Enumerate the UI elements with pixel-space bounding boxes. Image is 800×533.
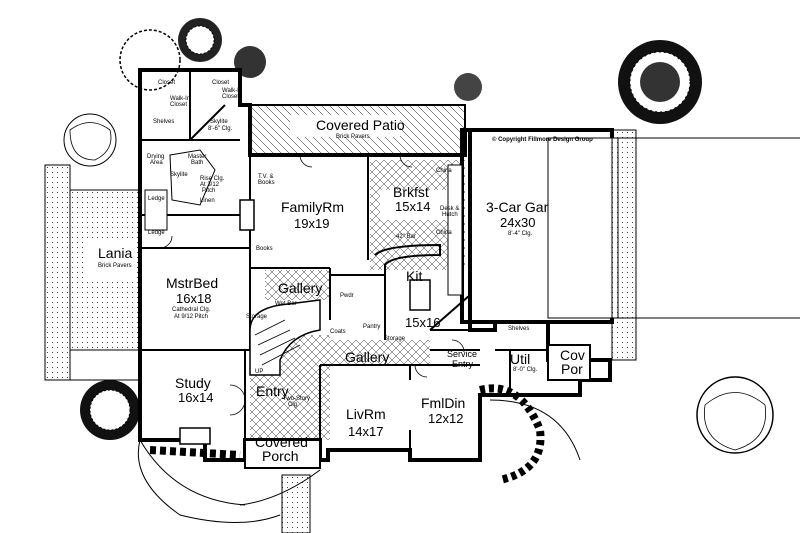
tree-bottom-right [696,376,774,454]
drying-area-label: Drying [147,154,164,160]
mstrbed-note1: Cathedral Clg. [172,307,211,313]
coats-label: Coats [330,329,346,335]
pantry-label: Pantry [363,324,380,330]
covered-porch-label-2: Porch [262,448,299,464]
living-room-dim: 14x17 [348,424,383,439]
shelves-util-label: Shelves [508,326,529,332]
family-room-label: FamilyRm [281,199,344,215]
garage-label: 3-Car Gar [486,199,549,215]
cov-por [547,344,591,381]
covered-porch-label: Covered [255,434,308,450]
shelves-top-label: Shelves [153,119,174,125]
kitchen-counter [374,243,441,330]
mstrbed-label: MstrBed [166,275,218,291]
service-entry-label: Service [447,349,477,359]
garage-dim: 24x30 [500,215,535,230]
desk-hutch-label: Desk & [440,206,459,212]
lania-note: Brick Pavers [98,263,132,269]
tv-books-label: T.V. & [258,174,273,180]
china2-label: China [436,230,452,236]
garage-note: 8'-4" Clg. [508,231,533,237]
stairs-up-label: UP [255,369,263,375]
bar-42-label: 42" Bar [396,234,416,240]
tv-books-label-2: Books [258,180,275,186]
rise-clg-label: Rise Clg. [200,176,225,182]
copyright-notice: © Copyright Fillmore Design Group [492,136,593,143]
family-room-dim: 19x19 [294,216,329,231]
shrub-top-left [119,29,181,91]
entry-note2: Clg. [288,402,299,408]
kitchen-cabinets [447,164,463,296]
linen-label: Linen [200,198,215,204]
entry-note1: Two-Story [283,396,310,402]
covered-patio-note: Brick Pavers [336,134,370,140]
breakfast-dim: 15x14 [395,199,430,214]
covered-patio-label: Covered Patio [316,117,405,133]
walkin-left-label-2: Closet [170,102,187,108]
covered-porch [244,439,321,469]
master-bath-label: Master [188,154,206,160]
study-label: Study [175,375,211,391]
fireplace-family [239,199,255,231]
ledge-label: Ledge [148,196,165,202]
clg-top-label: 8'-6" Clg. [208,126,233,132]
mstrbed-note2: At 9/12 Pitch [174,314,208,320]
ledge-label-2: Ledge [148,230,165,236]
gallery-lower-label: Gallery [345,349,389,365]
formal-dining-label: FmlDin [421,395,465,411]
landscaping [44,18,774,533]
books-label: Books [256,246,273,252]
walkin-left-label: Walk-In [170,96,190,102]
cov-por-label-2: Por [561,361,583,377]
drying-area-label-2: Area [150,160,163,166]
closet-left-label: Closet [158,80,175,86]
walkin-right-label-2: Closet [222,94,239,100]
formal-dining-dim: 12x12 [428,411,463,426]
utility-label: Util [510,351,530,367]
kitchen-island [409,279,431,311]
lania-label: Lania [98,245,132,261]
service-entry-label-2: Entry [452,359,474,369]
mstrbed-dim: 16x18 [176,291,211,306]
doors[interactable] [159,154,465,416]
skylite-top-label: Skylite [210,119,228,125]
rise-clg-label-2: At 3/12 [200,182,220,188]
storage2-label: Storage [384,336,406,342]
rise-clg-label-3: Pitch [202,188,215,194]
garage [460,128,800,361]
bathtub [144,189,168,231]
pwdr-label: Pwdr [340,293,354,299]
study-dim: 16x14 [178,390,213,405]
desk-hutch-label-2: Hutch [442,212,458,218]
utility-note: 8'-0" Clg. [513,367,538,373]
tree-left [63,113,117,167]
front-walk [281,474,311,533]
breakfast-label: Brkfst [393,184,429,200]
master-bath-label-2: Bath [191,160,203,166]
wet-bar-label: Wet Bar [275,301,297,307]
gallery-upper-label: Gallery [278,280,322,296]
kitchen-label: Kit [406,268,422,284]
closet-right-label: Closet [212,80,229,86]
fireplace-study [179,427,211,445]
bath-alcove [169,149,216,206]
storage-label: Storage [246,314,268,320]
entry-label: Entry [256,383,289,399]
walkin-right-label: Walk-In [222,88,242,94]
china-label: China [436,168,452,174]
gallery-floor [330,340,430,365]
living-room-label: LivRm [346,406,386,422]
skylite-bath-label: Skylite [170,172,188,178]
kitchen-dim: 15x16 [405,315,440,330]
cov-por-label: Cov [560,347,585,363]
shrub-patio [454,73,482,101]
staircase[interactable] [249,299,321,376]
